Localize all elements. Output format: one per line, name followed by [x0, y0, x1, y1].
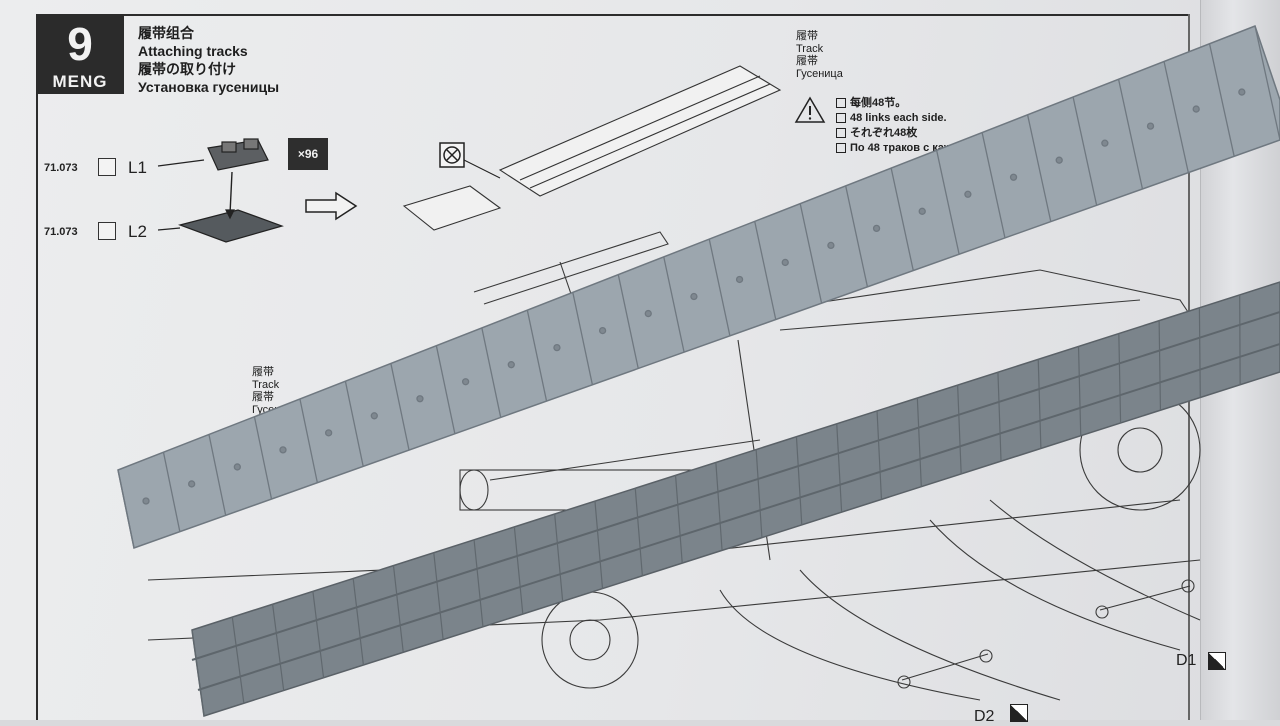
track-link-pin — [965, 191, 971, 197]
track-link-pin — [1011, 174, 1017, 180]
track-link-pin — [143, 498, 149, 504]
cut-mark-icon — [1208, 652, 1226, 670]
track-link-pin — [189, 481, 195, 487]
warning-triangle-icon — [796, 98, 824, 122]
track-link-pin — [417, 396, 423, 402]
track-link-pin — [737, 276, 743, 282]
track-link-pin — [554, 345, 560, 351]
track-link-pin — [371, 413, 377, 419]
part-tag-d1: D1 — [1176, 652, 1196, 670]
track-link-pin — [828, 242, 834, 248]
track-link-pin — [600, 328, 606, 334]
track-link-pin — [691, 294, 697, 300]
lower-track-belt — [192, 282, 1280, 716]
cut-mark-icon — [1010, 704, 1028, 722]
track-link-pin — [1193, 106, 1199, 112]
track-link-pin — [874, 225, 880, 231]
track-link-pin — [782, 259, 788, 265]
part-l2-drawing — [158, 172, 282, 242]
part-tag-d2: D2 — [974, 708, 994, 726]
track-link-pin — [919, 208, 925, 214]
track-link-pin — [508, 362, 514, 368]
track-link-pin — [463, 379, 469, 385]
track-link-pin — [1239, 89, 1245, 95]
track-link-pin — [326, 430, 332, 436]
part-l1-drawing — [158, 139, 268, 170]
no-glue-icon — [440, 143, 500, 178]
track-link-pin — [1102, 140, 1108, 146]
track-link-pin — [1148, 123, 1154, 129]
track-link-pin — [645, 311, 651, 317]
track-link-pin — [1056, 157, 1062, 163]
track-link-pin — [234, 464, 240, 470]
track-link-pin — [280, 447, 286, 453]
right-arrow-icon — [306, 193, 356, 219]
